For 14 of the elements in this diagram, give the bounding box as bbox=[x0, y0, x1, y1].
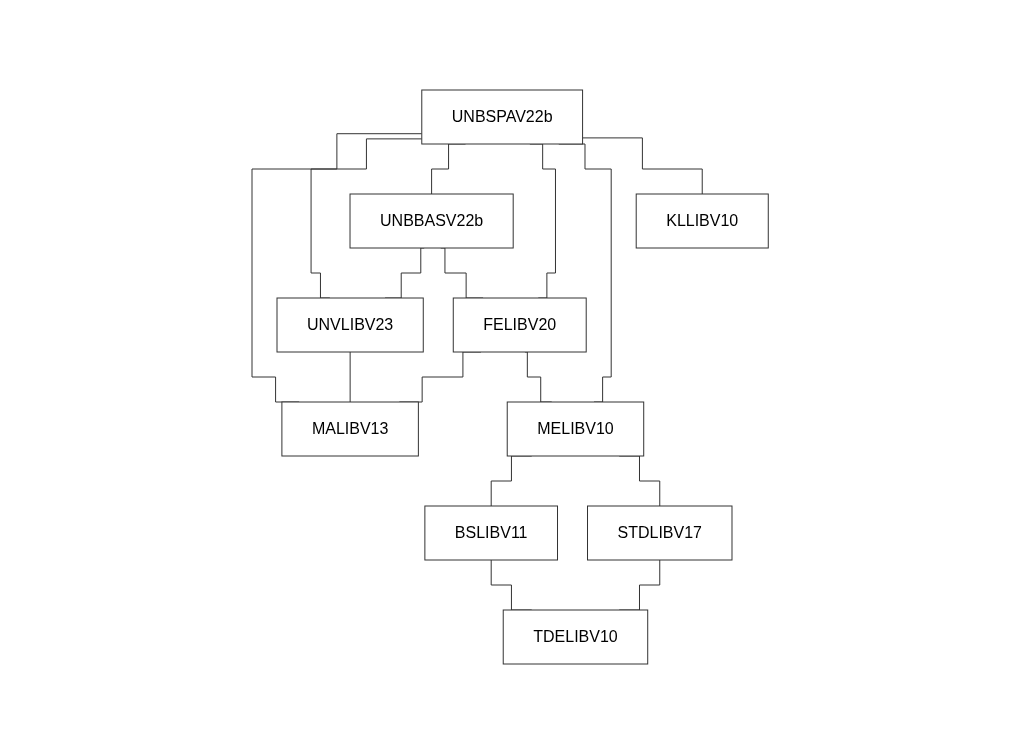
connector bbox=[251, 132, 423, 402]
connector bbox=[310, 137, 423, 298]
node-box: FELIBV20 bbox=[453, 297, 588, 352]
node-box: TDELIBV10 bbox=[503, 609, 649, 664]
node-box: MALIBV13 bbox=[281, 401, 420, 456]
node-box: KLLIBV10 bbox=[636, 193, 770, 248]
node-box: UNBBASV22b bbox=[349, 193, 515, 248]
node-box: MELIBV10 bbox=[507, 401, 645, 456]
node-box: UNBSPAV22b bbox=[421, 89, 584, 144]
node-box: BSLIBV11 bbox=[424, 505, 559, 560]
connector bbox=[350, 351, 351, 402]
node-box: UNVLIBV23 bbox=[276, 297, 425, 352]
node-box: STDLIBV17 bbox=[587, 505, 733, 560]
connector bbox=[582, 136, 704, 194]
